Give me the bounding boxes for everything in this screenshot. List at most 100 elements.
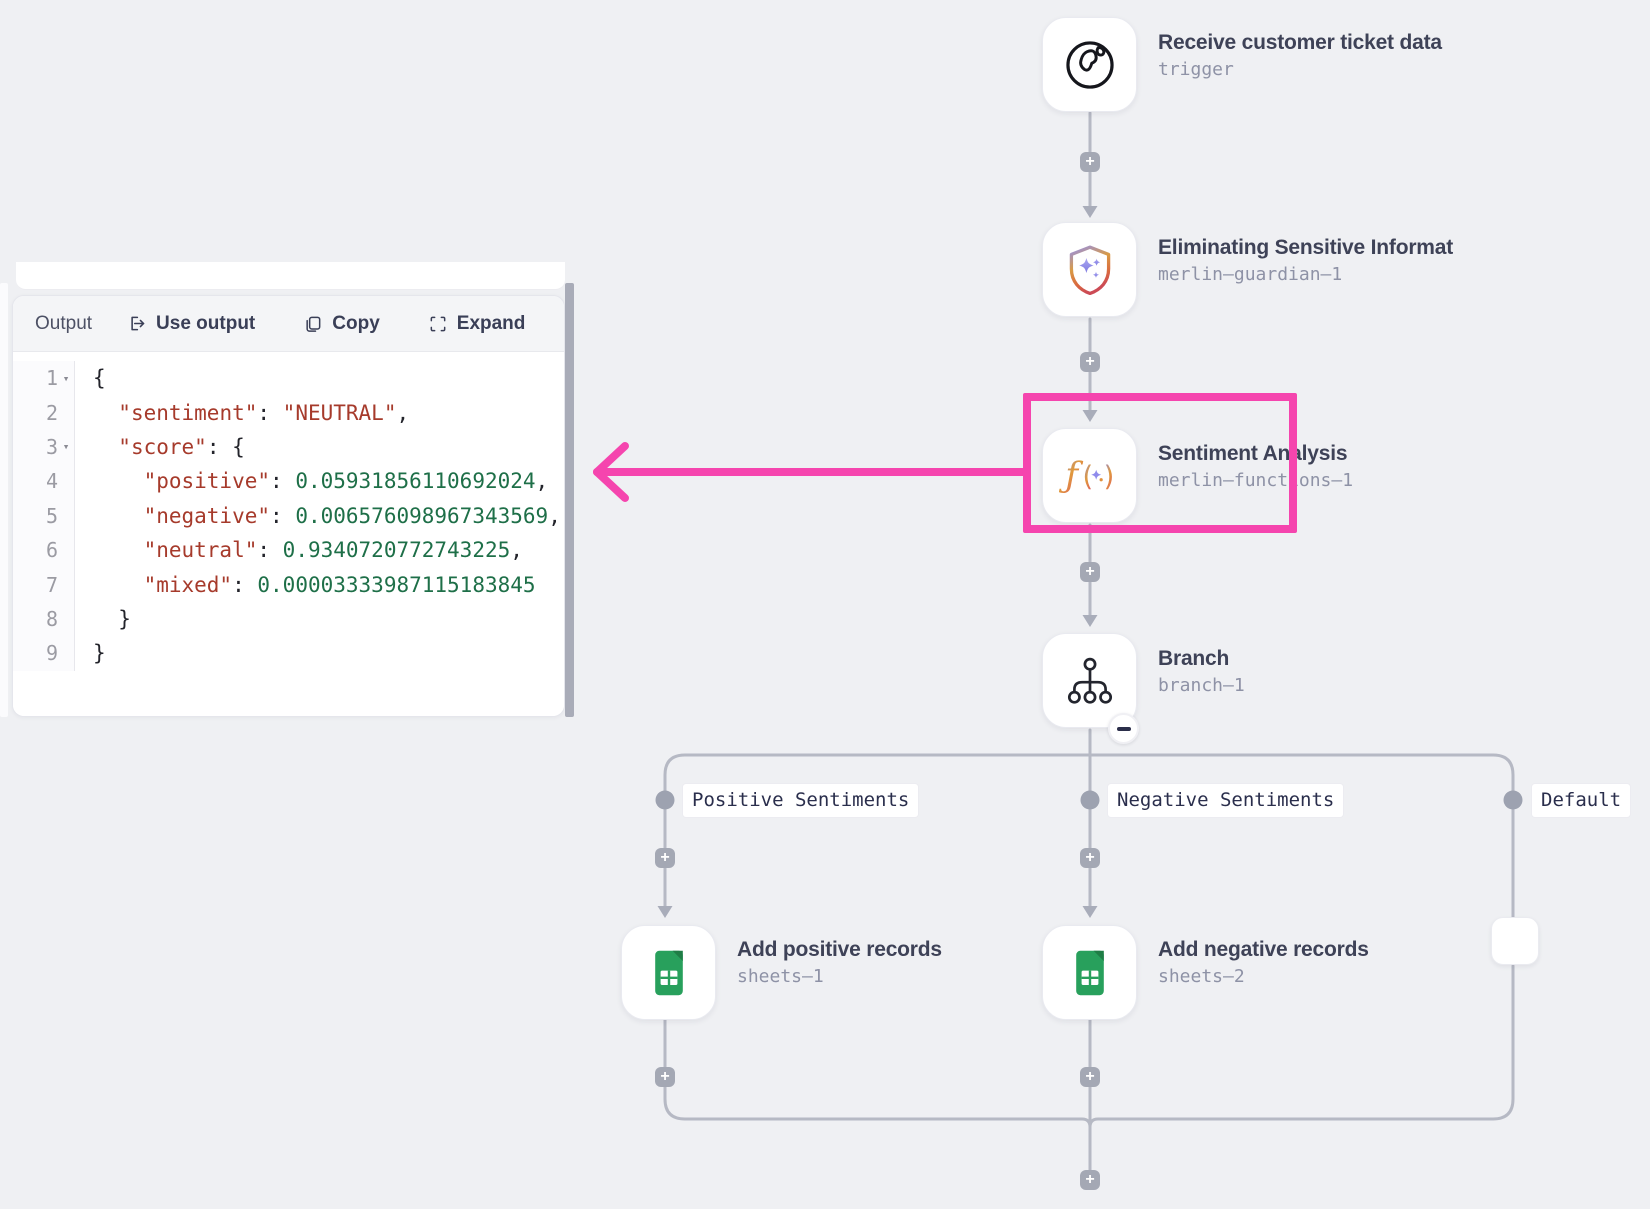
branch-label-negative[interactable]: Negative Sentiments [1108, 784, 1344, 817]
node-add-negative-records[interactable] [1042, 925, 1137, 1020]
output-json-viewer[interactable]: 1▾{2 "sentiment": "NEUTRAL",3▾ "score": … [13, 352, 564, 716]
code-line: 5 "negative": 0.006576098967343569, [13, 498, 564, 533]
node-branch[interactable] [1042, 633, 1137, 728]
fold-caret-icon[interactable]: ▾ [62, 440, 70, 454]
code-line: 7 "mixed": 0.00003333987115183845 [13, 567, 564, 602]
node-guardian[interactable] [1042, 222, 1137, 317]
code-text: } [93, 641, 106, 666]
add-node-button[interactable]: + [1080, 1170, 1100, 1190]
line-number: 3 [45, 434, 58, 459]
add-node-button[interactable]: + [655, 848, 675, 868]
line-number-gutter: 2 [13, 395, 75, 430]
node-subtitle: sheets–2 [1158, 966, 1245, 987]
line-number-gutter: 5 [13, 498, 75, 533]
code-line: 2 "sentiment": "NEUTRAL", [13, 395, 564, 430]
branch-label-positive[interactable]: Positive Sentiments [683, 784, 919, 817]
svg-text:(: ( [1082, 461, 1093, 492]
use-output-button[interactable]: Use output [126, 313, 255, 335]
node-receive-ticket[interactable] [1042, 17, 1137, 112]
arrow-down-icon [1082, 615, 1098, 627]
collapse-branch-button[interactable] [1108, 713, 1139, 744]
add-node-button[interactable]: + [1080, 1067, 1100, 1087]
code-text: "sentiment": "NEUTRAL", [118, 400, 410, 425]
google-sheets-icon [1075, 950, 1104, 995]
add-node-button[interactable]: + [655, 1067, 675, 1087]
output-panel: Output Use output Copy Expand [12, 295, 565, 717]
line-number: 9 [45, 641, 58, 666]
branch-wire-default [1088, 753, 1515, 919]
node-subtitle: merlin–functions–1 [1158, 470, 1354, 491]
use-output-label: Use output [156, 312, 256, 334]
line-number-gutter: 7 [13, 567, 75, 602]
node-guardian-label: Eliminating Sensitive Informat merlin–gu… [1158, 236, 1453, 285]
copy-button[interactable]: Copy [303, 313, 380, 335]
panel-resize-handle[interactable] [565, 283, 574, 717]
line-number: 7 [45, 572, 58, 597]
arrow-down-icon [657, 906, 673, 918]
branch-port-dot [655, 790, 675, 810]
function-sparkle-icon: ƒ ( ) [1059, 455, 1114, 495]
node-title: Add negative records [1158, 938, 1369, 961]
add-node-button[interactable]: + [1080, 562, 1100, 582]
node-title: Sentiment Analysis [1158, 442, 1348, 465]
output-panel-header: Output Use output Copy Expand [13, 296, 564, 352]
code-text: } [93, 606, 131, 631]
line-number-gutter: 9 [13, 636, 75, 671]
arrow-down-icon [1082, 206, 1098, 218]
add-node-button[interactable]: + [1080, 152, 1100, 172]
minus-icon [1116, 726, 1131, 731]
line-number-gutter: 4 [13, 464, 75, 499]
code-line: 9} [13, 636, 564, 671]
expand-icon [430, 316, 446, 331]
line-number: 1 [45, 366, 58, 391]
merge-wire-default [1088, 964, 1515, 1129]
expand-label: Expand [456, 312, 526, 334]
add-node-button[interactable]: + [1080, 848, 1100, 868]
code-text: "score": { [118, 434, 245, 459]
node-subtitle: branch–1 [1158, 675, 1245, 696]
node-add-negative-records-label: Add negative records sheets–2 [1158, 938, 1369, 987]
node-receive-ticket-label: Receive customer ticket data trigger [1158, 31, 1442, 80]
node-sentiment-analysis[interactable]: ƒ ( ) [1042, 428, 1137, 523]
arrow-down-icon [1082, 410, 1098, 422]
line-number-gutter: 6 [13, 532, 75, 568]
line-number-gutter: 1▾ [13, 361, 75, 396]
line-number-gutter: 3▾ [13, 429, 75, 465]
branch-label-default[interactable]: Default [1532, 784, 1631, 817]
code-line: 4 "positive": 0.05931856110692024, [13, 464, 564, 499]
panel-above-sliver [16, 262, 565, 290]
code-text: "mixed": 0.00003333987115183845 [143, 572, 536, 597]
code-line: 8 } [13, 601, 564, 637]
node-default-placeholder[interactable] [1491, 917, 1539, 965]
line-number: 4 [45, 469, 58, 494]
node-title: Add positive records [737, 938, 942, 961]
fold-caret-icon[interactable]: ▾ [62, 371, 70, 385]
node-add-positive-records[interactable] [621, 925, 716, 1020]
node-sentiment-analysis-label: Sentiment Analysis merlin–functions–1 [1158, 442, 1353, 491]
node-title: Branch [1158, 647, 1230, 670]
branch-port-dot [1503, 790, 1523, 810]
arrow-down-icon [1082, 906, 1098, 918]
line-number-gutter: 8 [13, 601, 75, 637]
copy-label: Copy [332, 312, 380, 334]
node-subtitle: merlin–guardian–1 [1158, 264, 1343, 285]
output-panel-title: Output [35, 312, 93, 334]
code-text: "neutral": 0.9340720772743225, [143, 538, 523, 563]
svg-text:ƒ: ƒ [1059, 455, 1083, 495]
code-text: { [93, 366, 106, 391]
svg-text:): ) [1103, 461, 1114, 492]
globe-icon [1065, 40, 1114, 89]
add-node-button[interactable]: + [1080, 352, 1100, 372]
branch-tree-icon [1067, 657, 1112, 704]
copy-icon [306, 316, 321, 332]
node-title: Receive customer ticket data [1158, 31, 1442, 54]
node-branch-label: Branch branch–1 [1158, 647, 1245, 696]
expand-button[interactable]: Expand [428, 312, 526, 335]
code-line: 1▾{ [13, 361, 564, 396]
node-add-positive-records-label: Add positive records sheets–1 [737, 938, 942, 987]
branch-wire-positive [663, 753, 1092, 908]
node-subtitle: trigger [1158, 59, 1234, 80]
google-sheets-icon [654, 950, 683, 995]
